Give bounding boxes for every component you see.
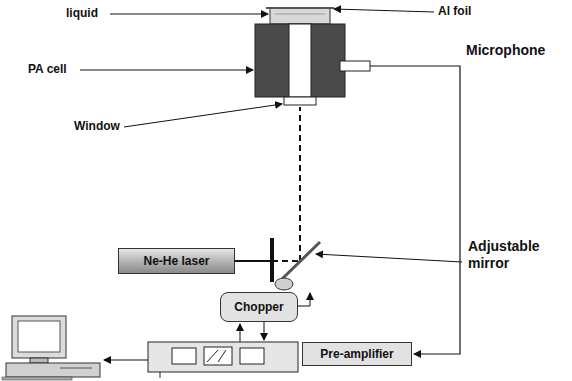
part-label: PA cell [28,62,67,76]
part-label: Window [74,119,120,133]
chopper-box: Chopper [220,292,298,322]
part-label: liquid [66,6,98,20]
part-label: Al foil [438,4,471,18]
preamp-box: Pre-amplifier [302,342,412,366]
node-label: Ne-He laser [143,254,209,268]
part-label: Microphone [466,42,562,59]
part-label: Adjustable mirror [468,238,564,272]
node-label: Chopper [234,300,283,314]
node-label: Pre-amplifier [320,347,393,361]
laser-tube: Ne-He laser [118,248,235,274]
